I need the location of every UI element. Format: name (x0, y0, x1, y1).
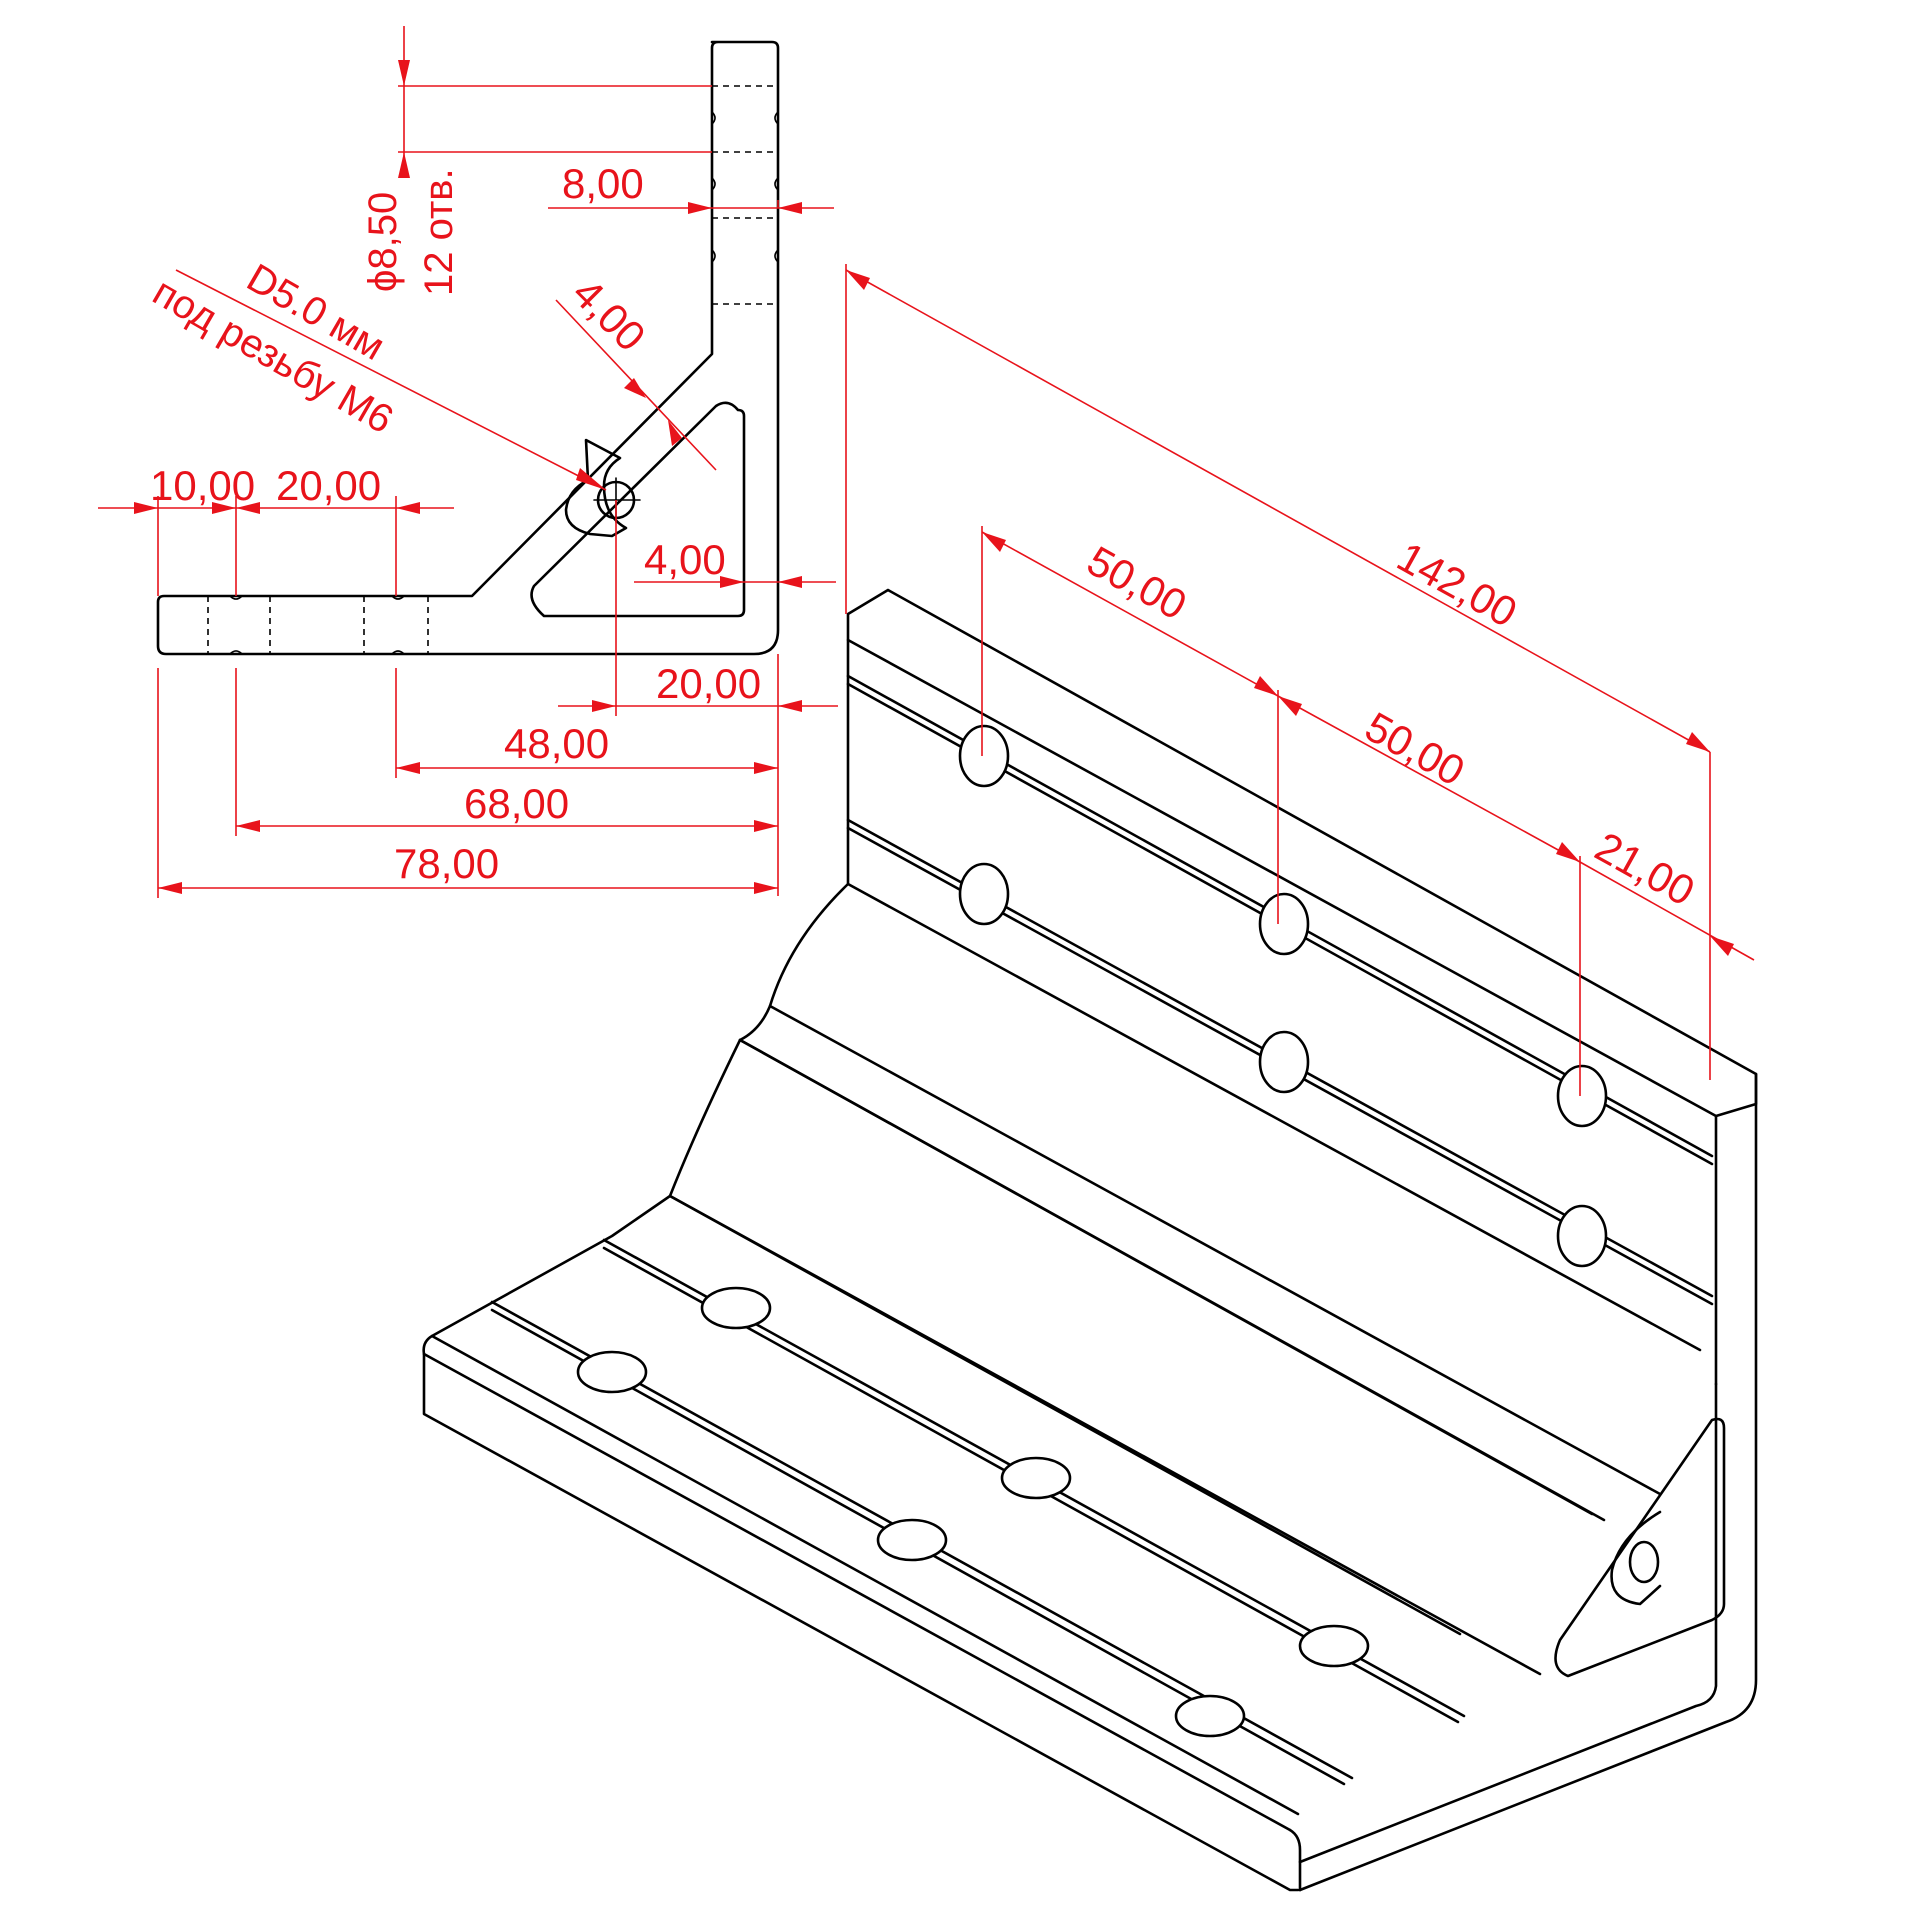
iso-base-inner-edge (668, 1194, 1542, 1676)
dim-4-00-diagonal: 4,00 (564, 269, 655, 360)
iso-wall-hole (958, 862, 1010, 926)
iso-fillet-line-2 (738, 1038, 1594, 1516)
dim-48-00: 48,00 (504, 720, 609, 767)
profile-hidden-holes-vertical (712, 85, 778, 305)
dim-21-00: 21,00 (1588, 823, 1703, 915)
profile-hidden-holes-horizontal (207, 596, 429, 654)
dim-phi-8-50: ϕ8,50 (361, 192, 405, 292)
dim-142-00: 142,00 (1390, 533, 1525, 636)
iso-fillet-lower (668, 1038, 1462, 1636)
iso-wall-hole (1556, 1064, 1608, 1128)
iso-base-hole (576, 1350, 648, 1394)
dim-8-00: 8,00 (562, 160, 644, 207)
dim-50-00-a: 50,00 (1080, 537, 1195, 629)
dim-50-00-b: 50,00 (1358, 703, 1473, 795)
iso-fillet-line-1 (768, 1004, 1662, 1496)
iso-base-hole (1000, 1456, 1072, 1500)
iso-end-profile (1298, 1072, 1758, 1892)
iso-base-hole (700, 1286, 772, 1330)
dim-20-00-right: 20,00 (656, 660, 761, 707)
iso-wall-hole (1258, 1030, 1310, 1094)
iso-base-hole (876, 1518, 948, 1562)
iso-wall-hole (958, 724, 1010, 788)
iso-base-front-top (422, 1352, 1292, 1832)
profile-notches-vertical (711, 111, 779, 263)
iso-base-top (430, 1194, 1300, 1816)
dim-68-00: 68,00 (464, 780, 569, 827)
profile-screw-channel (564, 438, 628, 538)
profile-outline (156, 40, 780, 656)
dim-20-00-top: 20,00 (276, 462, 381, 509)
iso-end-screw-hole (1628, 1540, 1660, 1584)
iso-base-hole (1298, 1624, 1370, 1668)
iso-base-end (1288, 1828, 1302, 1892)
iso-end-triangle (1554, 1417, 1726, 1678)
iso-fillet-upper (738, 882, 1606, 1522)
iso-base-front (422, 1334, 1300, 1892)
dim-10-00: 10,00 (150, 462, 255, 509)
isometric-view (422, 588, 1758, 1892)
iso-wall-hole (1556, 1204, 1608, 1268)
dim-12-holes: 12 отв. (417, 168, 461, 296)
profile-triangle-cavity (530, 401, 746, 618)
profile-view (156, 40, 780, 656)
dim-4-00-horizontal: 4,00 (644, 536, 726, 583)
iso-dimensions (845, 264, 1755, 1096)
dim-78-00: 78,00 (394, 840, 499, 887)
profile-notches-horizontal (229, 595, 405, 655)
profile-dimensions (98, 26, 838, 898)
iso-base-hole (1174, 1694, 1246, 1738)
profile-dimension-text: 8,00 ϕ8,50 12 отв. 4,00 D5.0 мм под резь… (146, 160, 762, 887)
iso-end-screw-boss (1610, 1510, 1662, 1606)
iso-wall-hole (1258, 892, 1310, 956)
